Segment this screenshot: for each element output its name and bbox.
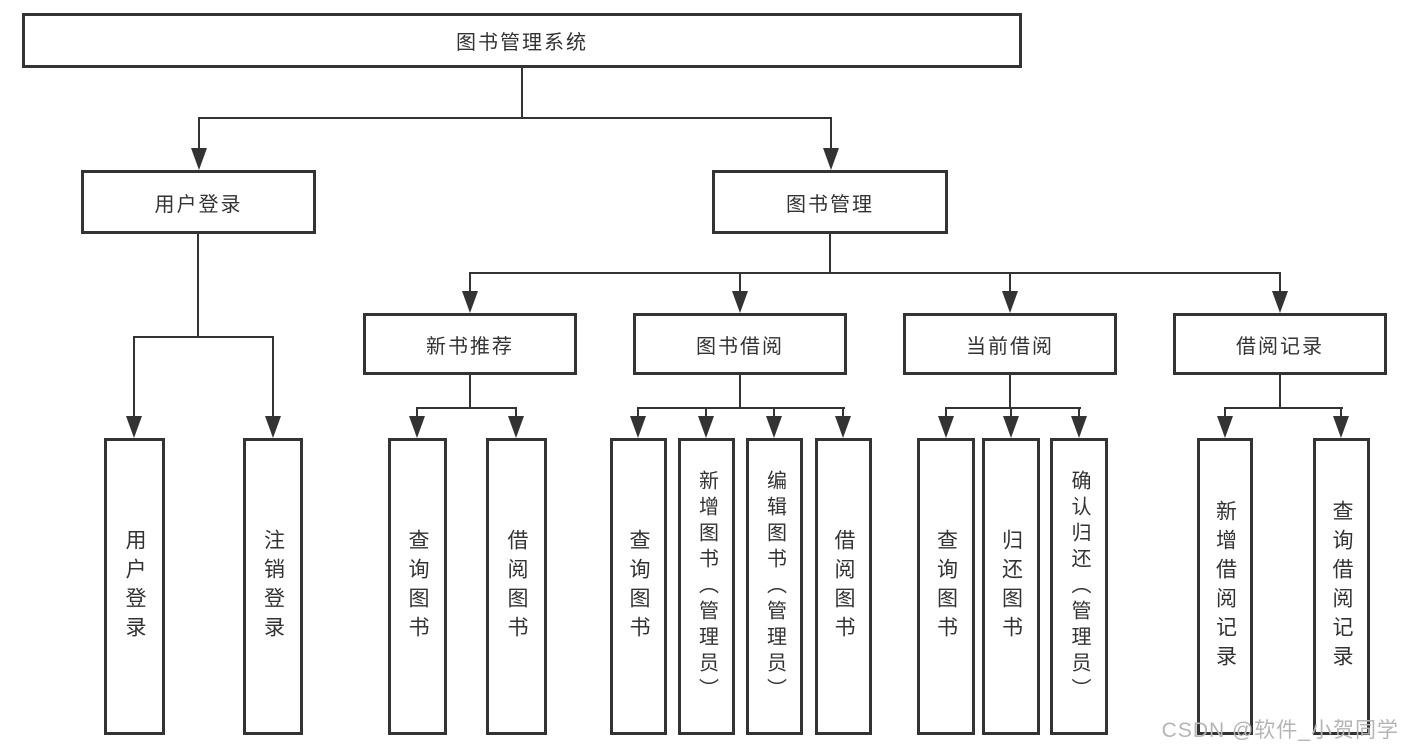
connector-hline bbox=[469, 272, 1281, 274]
leaf-borrow-books: 借阅图书 bbox=[815, 438, 872, 735]
connector-vline bbox=[773, 407, 775, 418]
arrow-down-icon bbox=[265, 416, 281, 438]
arrow-down-icon bbox=[630, 416, 646, 438]
leaf-add-book-admin: 新增图书（管理员） bbox=[678, 438, 735, 735]
arrow-down-icon bbox=[508, 416, 524, 438]
arrow-down-icon bbox=[1272, 291, 1288, 313]
node-user-login-label: 用户登录 bbox=[154, 193, 243, 216]
node-current-borrowing-label: 当前借阅 bbox=[966, 335, 1054, 358]
node-borrowing-records: 借阅记录 bbox=[1173, 313, 1387, 375]
connector-vline bbox=[705, 407, 707, 418]
arrow-down-icon bbox=[462, 291, 478, 313]
leaf-edit-book-admin-label: 编辑图书（管理员） bbox=[763, 469, 786, 704]
leaf-borrow-books-label: 借阅图书 bbox=[832, 528, 855, 645]
connector-vline bbox=[416, 407, 418, 418]
leaf-query-books-recommend-label: 查询图书 bbox=[406, 528, 429, 645]
connector-vline bbox=[1279, 374, 1281, 409]
leaf-confirm-return-admin: 确认归还（管理员） bbox=[1050, 438, 1108, 735]
connector-vline bbox=[469, 272, 471, 293]
leaf-borrow-books-recommend: 借阅图书 bbox=[486, 438, 547, 735]
leaf-edit-book-admin: 编辑图书（管理员） bbox=[746, 438, 803, 735]
connector-hline bbox=[1224, 407, 1343, 409]
arrow-down-icon bbox=[1002, 291, 1018, 313]
leaf-return-books: 归还图书 bbox=[982, 438, 1040, 735]
connector-vline bbox=[1010, 407, 1012, 418]
leaf-add-book-admin-label: 新增图书（管理员） bbox=[695, 469, 718, 704]
arrow-down-icon bbox=[191, 148, 207, 170]
leaf-query-books-borrowing-label: 查询图书 bbox=[627, 528, 650, 645]
leaf-query-books-current-label: 查询图书 bbox=[934, 528, 958, 645]
connector-vline bbox=[133, 336, 135, 418]
arrow-down-icon bbox=[823, 148, 839, 170]
node-borrowing-records-label: 借阅记录 bbox=[1236, 335, 1324, 358]
arrow-down-icon bbox=[766, 416, 782, 438]
connector-vline bbox=[637, 407, 639, 418]
node-book-borrowing-label: 图书借阅 bbox=[696, 335, 784, 358]
connector-hline bbox=[945, 407, 1081, 409]
connector-vline bbox=[1009, 374, 1011, 409]
leaf-query-books-recommend: 查询图书 bbox=[388, 438, 447, 735]
leaf-add-borrow-record-label: 新增借阅记录 bbox=[1213, 499, 1237, 674]
leaf-return-books-label: 归还图书 bbox=[999, 528, 1023, 645]
arrow-down-icon bbox=[732, 291, 748, 313]
arrow-down-icon bbox=[126, 416, 142, 438]
leaf-add-borrow-record: 新增借阅记录 bbox=[1197, 438, 1253, 735]
arrow-down-icon bbox=[1071, 416, 1087, 438]
node-book-borrowing: 图书借阅 bbox=[633, 313, 847, 375]
leaf-logout: 注销登录 bbox=[243, 438, 303, 735]
connector-vline bbox=[1340, 407, 1342, 418]
connector-vline bbox=[198, 117, 200, 151]
connector-vline bbox=[1279, 272, 1281, 293]
leaf-confirm-return-admin-label: 确认归还（管理员） bbox=[1068, 469, 1090, 704]
node-current-borrowing: 当前借阅 bbox=[903, 313, 1117, 375]
connector-hline bbox=[198, 117, 832, 119]
connector-vline bbox=[945, 407, 947, 418]
connector-vline bbox=[515, 407, 517, 418]
leaf-user-login-label: 用户登录 bbox=[123, 528, 146, 645]
node-book-management: 图书管理 bbox=[712, 170, 948, 234]
connector-vline bbox=[1224, 407, 1226, 418]
arrow-down-icon bbox=[698, 416, 714, 438]
arrow-down-icon bbox=[1217, 416, 1233, 438]
connector-vline bbox=[739, 374, 741, 409]
leaf-query-books-borrowing: 查询图书 bbox=[610, 438, 667, 735]
arrow-down-icon bbox=[1333, 416, 1349, 438]
connector-vline bbox=[830, 117, 832, 151]
node-book-management-label: 图书管理 bbox=[786, 193, 874, 216]
connector-vline bbox=[829, 233, 831, 274]
node-library-system-label: 图书管理系统 bbox=[456, 32, 588, 54]
connector-hline bbox=[133, 336, 274, 338]
leaf-borrow-books-recommend-label: 借阅图书 bbox=[505, 528, 528, 645]
connector-vline bbox=[521, 67, 523, 118]
node-new-book-recommend: 新书推荐 bbox=[363, 313, 577, 375]
connector-vline bbox=[1078, 407, 1080, 418]
connector-vline bbox=[197, 233, 199, 338]
connector-hline bbox=[416, 407, 517, 409]
node-user-login: 用户登录 bbox=[81, 170, 316, 234]
arrow-down-icon bbox=[409, 416, 425, 438]
leaf-logout-label: 注销登录 bbox=[261, 528, 285, 645]
leaf-query-books-current: 查询图书 bbox=[917, 438, 975, 735]
connector-vline bbox=[272, 336, 274, 418]
connector-vline bbox=[469, 374, 471, 409]
arrow-down-icon bbox=[1003, 416, 1019, 438]
leaf-query-borrow-record: 查询借阅记录 bbox=[1313, 438, 1370, 735]
connector-vline bbox=[739, 272, 741, 293]
connector-hline bbox=[637, 407, 845, 409]
leaf-user-login: 用户登录 bbox=[104, 438, 165, 735]
arrow-down-icon bbox=[835, 416, 851, 438]
connector-vline bbox=[1009, 272, 1011, 293]
node-library-system: 图书管理系统 bbox=[22, 13, 1022, 68]
leaf-query-borrow-record-label: 查询借阅记录 bbox=[1330, 499, 1353, 674]
connector-vline bbox=[842, 407, 844, 418]
arrow-down-icon bbox=[938, 416, 954, 438]
watermark: CSDN @软件_小贺同学 bbox=[1161, 719, 1399, 742]
node-new-book-recommend-label: 新书推荐 bbox=[426, 335, 514, 358]
